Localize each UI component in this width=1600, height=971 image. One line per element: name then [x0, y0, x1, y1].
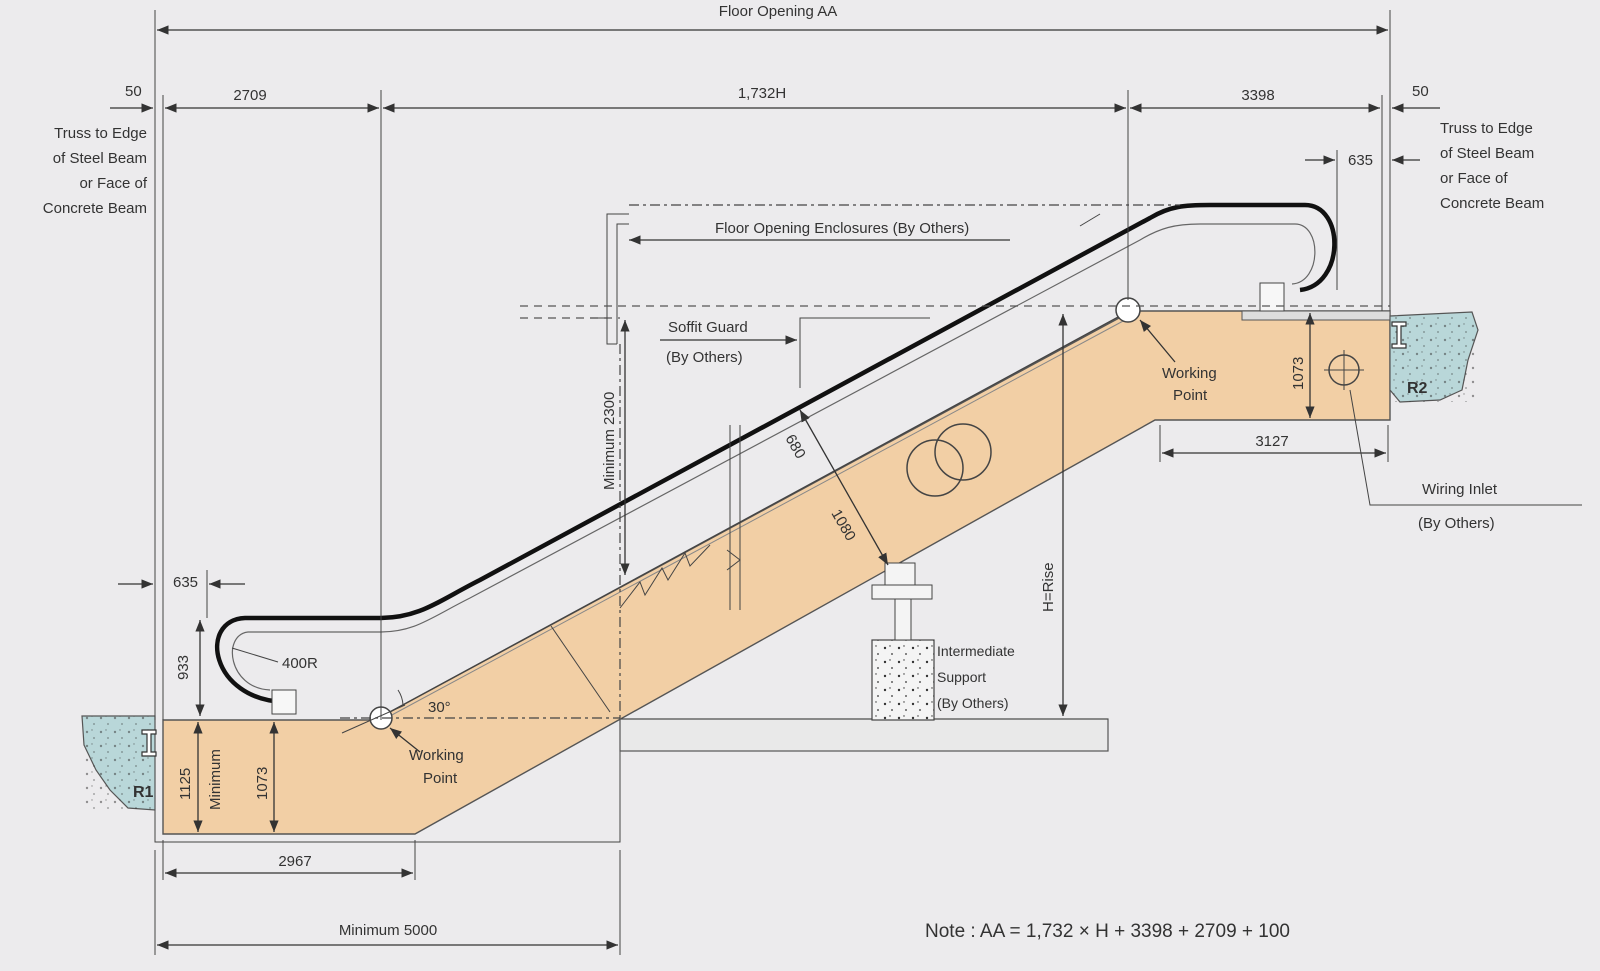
upper-offset-label: 635: [1348, 152, 1373, 169]
angle-label: 30°: [428, 699, 451, 716]
left-truss-note: Truss to Edge of Steel Beam or Face of C…: [43, 125, 148, 217]
svg-text:Intermediate: Intermediate: [937, 643, 1015, 659]
handrail: [214, 202, 1337, 705]
svg-text:Truss to Edge: Truss to Edge: [54, 125, 147, 142]
working-point-upper-label-2: Point: [1173, 387, 1208, 404]
working-point-lower-label: Working: [409, 747, 464, 764]
right-steel-beam-icon: [1391, 321, 1407, 349]
floor-enclosure-label: Floor Opening Enclosures (By Others): [715, 220, 969, 237]
svg-text:Concrete Beam: Concrete Beam: [43, 200, 147, 217]
left-clearance-label: 50: [125, 83, 142, 100]
upper-pit-length-label: 3127: [1255, 433, 1288, 450]
upper-length-label: 3398: [1241, 87, 1274, 104]
step-line: [374, 315, 1121, 721]
intermediate-support-label: Intermediate Support (By Others): [937, 643, 1015, 711]
svg-text:of Steel Beam: of Steel Beam: [1440, 145, 1534, 162]
r2-label: R2: [1407, 380, 1428, 397]
svg-text:Concrete Beam: Concrete Beam: [1440, 195, 1544, 212]
soffit-guard-by-others: (By Others): [666, 349, 743, 366]
working-point-upper-icon: [1115, 297, 1141, 323]
handrail-height-lower-label: 933: [175, 655, 192, 680]
drive-circle-1: [906, 439, 964, 497]
lower-offset-label: 635: [173, 574, 198, 591]
wiring-inlet-label: Wiring Inlet: [1422, 481, 1498, 498]
left-steel-beam-icon: [141, 729, 157, 757]
lower-length-label: 2709: [233, 87, 266, 104]
lower-floor-slab: [619, 718, 1109, 752]
balustrade-inner: [231, 223, 1316, 691]
step-width-label: 680: [782, 432, 809, 462]
floor-opening-label: Floor Opening AA: [719, 3, 837, 20]
soffit-guard-label: Soffit Guard: [668, 319, 748, 336]
svg-text:(By Others): (By Others): [937, 695, 1009, 711]
truss-depth-minimum-label: Minimum: [207, 749, 224, 810]
soffit-guard: [799, 317, 930, 388]
r1-label: R1: [133, 784, 154, 801]
lower-pit-length-label: 2967: [278, 853, 311, 870]
upper-floor-slab: [1241, 310, 1391, 321]
incline-length-label: 1,732H: [738, 85, 786, 102]
min-clearance-label: Minimum 2300: [601, 392, 618, 490]
formula-note: Note : AA = 1,732 × H + 3398 + 2709 + 10…: [925, 921, 1290, 942]
lower-pit-min-label: Minimum 5000: [339, 922, 437, 939]
svg-text:or Face of: or Face of: [1440, 170, 1508, 187]
svg-text:Support: Support: [937, 669, 986, 685]
truss-depth-lower-label: 1125: [177, 768, 194, 800]
svg-text:or Face of: or Face of: [79, 175, 147, 192]
radius-label: 400R: [282, 655, 318, 672]
working-point-upper-label: Working: [1162, 365, 1217, 382]
rise-label: H=Rise: [1040, 562, 1057, 612]
wiring-inlet-by-others: (By Others): [1418, 515, 1495, 532]
truss-height-lower-label: 1073: [254, 767, 271, 800]
handrail-height-upper-label: 1073: [1290, 357, 1307, 390]
svg-text:of Steel Beam: of Steel Beam: [53, 150, 147, 167]
drive-circle-2: [934, 423, 992, 481]
right-truss-note: Truss to Edge of Steel Beam or Face of C…: [1440, 120, 1544, 212]
svg-text:Truss to Edge: Truss to Edge: [1440, 120, 1533, 137]
working-point-lower-label-2: Point: [423, 770, 458, 787]
right-clearance-label: 50: [1412, 83, 1429, 100]
